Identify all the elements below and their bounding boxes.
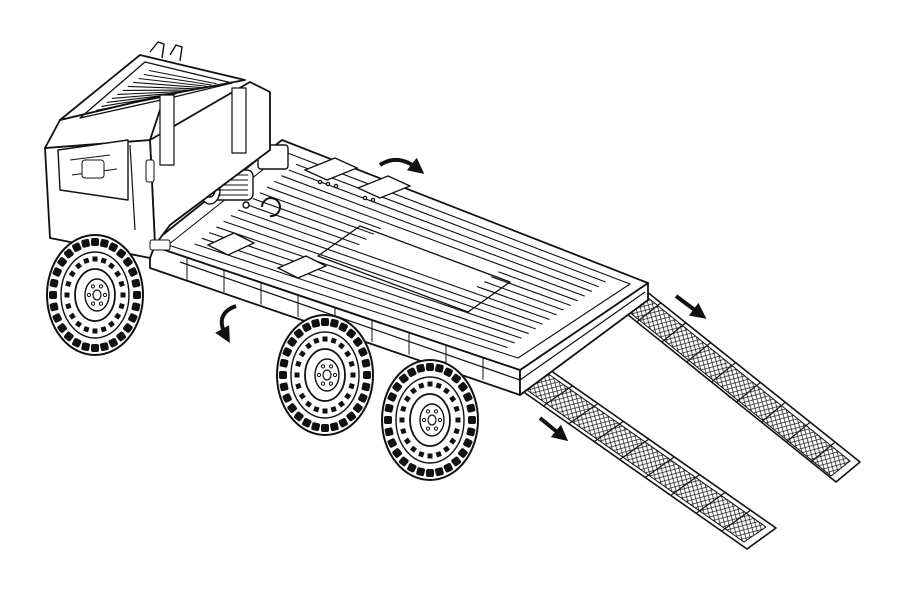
- deck-fixtures: [206, 157, 412, 279]
- arrow-rotate-front-rail: [378, 157, 425, 174]
- ramp-left: [517, 367, 777, 550]
- wheel-rear-2: [381, 359, 479, 481]
- arrow-ramp-left: [538, 416, 569, 442]
- wheel-front: [46, 234, 144, 356]
- cab: [44, 41, 271, 259]
- arrow-ramp-right: [674, 294, 707, 319]
- wheel-rear-1: [276, 314, 374, 436]
- wheels: [46, 234, 479, 481]
- motion-arrows: [215, 157, 707, 442]
- arrow-rotate-rear-rail: [215, 304, 237, 344]
